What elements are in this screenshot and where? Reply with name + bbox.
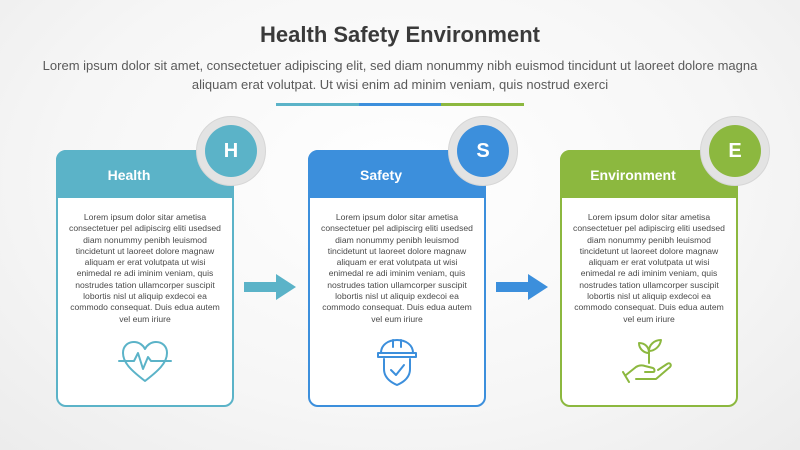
badge-ring-health: H	[196, 116, 266, 186]
divider-segment-health	[276, 103, 359, 106]
page-title: Health Safety Environment	[260, 22, 540, 47]
title-divider	[276, 103, 525, 106]
badge-safety: S	[457, 125, 509, 177]
card-title-environment: Environment	[590, 167, 676, 183]
card-safety: Safety S Lorem ipsum dolor sitar ametisa…	[308, 116, 518, 407]
helmet-shield-icon	[368, 337, 426, 387]
card-environment: Environment E Lorem ipsum dolor sitar am…	[560, 116, 770, 407]
badge-ring-environment: E	[700, 116, 770, 186]
card-health: Health H Lorem ipsum dolor sitar ametisa…	[56, 116, 266, 407]
page-subtitle: Lorem ipsum dolor sit amet, consectetuer…	[42, 58, 758, 92]
card-body-environment: Lorem ipsum dolor sitar ametisa consecte…	[573, 212, 725, 324]
arrow-right-icon	[496, 274, 548, 300]
card-body-health: Lorem ipsum dolor sitar ametisa consecte…	[69, 212, 221, 324]
badge-environment: E	[709, 125, 761, 177]
heart-pulse-icon	[116, 337, 174, 387]
card-title-health: Health	[107, 167, 151, 183]
divider-segment-environment	[441, 103, 525, 106]
badge-health: H	[205, 125, 257, 177]
arrow-right-icon	[244, 274, 296, 300]
card-body-safety: Lorem ipsum dolor sitar ametisa consecte…	[321, 212, 473, 324]
divider-segment-safety	[358, 103, 442, 106]
badge-ring-safety: S	[448, 116, 518, 186]
card-title-safety: Safety	[359, 167, 403, 183]
hand-plant-icon	[620, 337, 678, 387]
